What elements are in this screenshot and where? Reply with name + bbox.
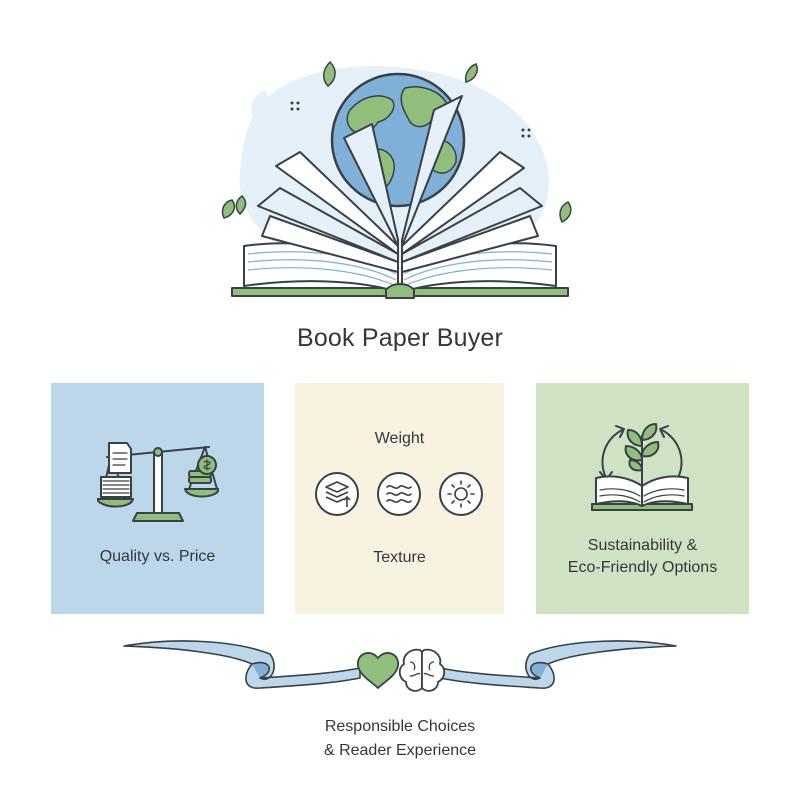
open-book-icon [231, 95, 569, 299]
footer-line1: Responsible Choices [324, 718, 476, 735]
page-title: Book Paper Buyer [296, 324, 504, 352]
quality-card: Quality vs. Price [51, 383, 264, 614]
sparkle-icon [290, 101, 300, 111]
leaf-icon [221, 60, 572, 224]
footer-caption: Responsible Choices & Reader Experience [0, 715, 800, 763]
heart-icon [357, 652, 399, 690]
brain-icon [398, 648, 446, 692]
sun-icon [439, 472, 483, 516]
wave-texture-icon [377, 472, 421, 516]
eco-label-line1: Sustainability & [587, 537, 698, 554]
hero-illustration [221, 60, 572, 299]
quality-label: Quality vs. Price [99, 548, 216, 565]
balance-scale-icon [97, 442, 219, 522]
eco-card: Sustainability & Eco-Friendly Options [536, 383, 749, 614]
texture-label: Texture [373, 549, 426, 566]
eco-label-line2: Eco-Friendly Options [567, 559, 718, 576]
book-sprout-recycle-icon [591, 423, 693, 511]
footer-line2: & Reader Experience [323, 742, 477, 759]
ribbon-banner [123, 640, 677, 692]
paper-stack-icon [315, 472, 359, 516]
texture-card: Weight Texture [295, 383, 504, 614]
weight-label: Weight [374, 430, 425, 447]
sparkle-icon [521, 128, 531, 138]
